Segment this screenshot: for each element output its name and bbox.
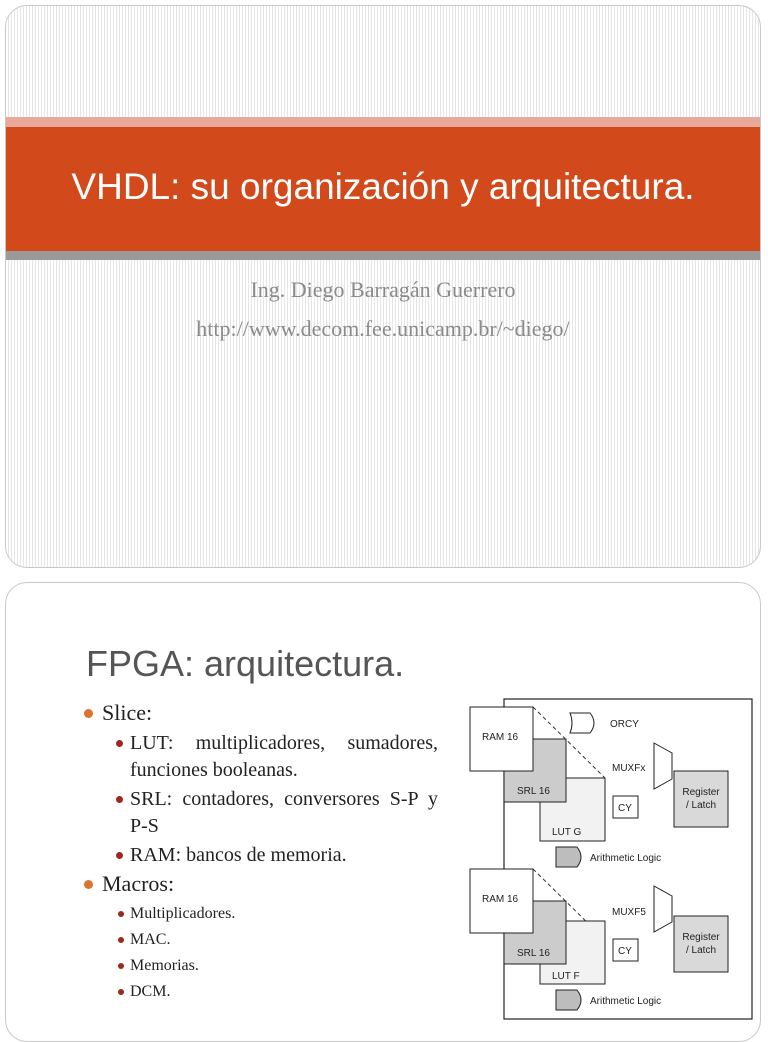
register-top-label-1: Register [682, 787, 720, 798]
ram-top-block [469, 706, 534, 772]
author-name: Ing. Diego Barragán Guerrero [250, 277, 516, 302]
cy-top-label: CY [618, 803, 632, 814]
slide-heading: FPGA: arquitectura. [86, 643, 405, 684]
bullet-list: Slice: LUT: multiplicadores, sumadores, … [82, 700, 438, 1005]
slide-title: VHDL: su organización y arquitectura. [71, 166, 695, 207]
bullet-multiplicadores: Multiplicadores. [116, 901, 438, 927]
muxfx-label: MUXFx [612, 763, 645, 774]
srl-top-label: SRL 16 [517, 786, 550, 797]
cy-bottom-block [612, 938, 639, 962]
title-band [6, 127, 760, 251]
muxf5-icon [653, 885, 673, 933]
ram-bottom-block [469, 868, 534, 934]
register-top-label-2: / Latch [686, 800, 716, 811]
cy-bottom-label: CY [618, 946, 632, 957]
bullet-dcm: DCM. [116, 979, 438, 1005]
title-slide: VHDL: su organización y arquitectura. In… [5, 5, 761, 568]
muxfx-icon [653, 742, 673, 790]
srl-bottom-label: SRL 16 [517, 948, 550, 959]
ram-bottom-label: RAM 16 [482, 894, 519, 905]
lut-f-label: LUT F [552, 971, 580, 982]
arithmetic-top-icon [555, 846, 582, 868]
bullet-ram: RAM: bancos de memoria. [114, 842, 438, 869]
orcy-label: ORCY [610, 719, 639, 730]
title-band-bottom-stripe [6, 251, 760, 260]
bullet-mac: MAC. [116, 927, 438, 953]
fpga-slice-diagram: LUT G SRL 16 RAM 16 ORCY MUXFx CY Regist… [469, 698, 753, 1020]
bullet-srl: SRL: contadores, conversores S-P y P-S [114, 786, 438, 840]
ram-top-label: RAM 16 [482, 732, 519, 743]
content-slide: FPGA: arquitectura. Slice: LUT: multipli… [5, 582, 761, 1042]
register-bottom-block [673, 915, 729, 973]
register-bottom-label-1: Register [682, 932, 720, 943]
register-bottom-label-2: / Latch [686, 945, 716, 956]
arithmetic-bottom-label: Arithmetic Logic [590, 996, 661, 1007]
projection-line [532, 706, 606, 779]
author-url: http://www.decom.fee.unicamp.br/~diego/ [196, 316, 570, 341]
cy-top-block [612, 795, 639, 819]
arithmetic-top-label: Arithmetic Logic [590, 853, 661, 864]
bullet-macros: Macros: [82, 871, 438, 897]
title-band-top-stripe [6, 117, 760, 127]
bullet-lut: LUT: multiplicadores, sumadores, funcion… [114, 730, 438, 784]
bullet-slice: Slice: [82, 700, 438, 726]
arithmetic-bottom-icon [555, 989, 582, 1011]
muxf5-label: MUXF5 [612, 907, 646, 918]
lut-g-label: LUT G [552, 827, 581, 838]
orcy-gate-icon [569, 712, 595, 734]
bullet-memorias: Memorias. [116, 953, 438, 979]
register-top-block [673, 770, 729, 828]
